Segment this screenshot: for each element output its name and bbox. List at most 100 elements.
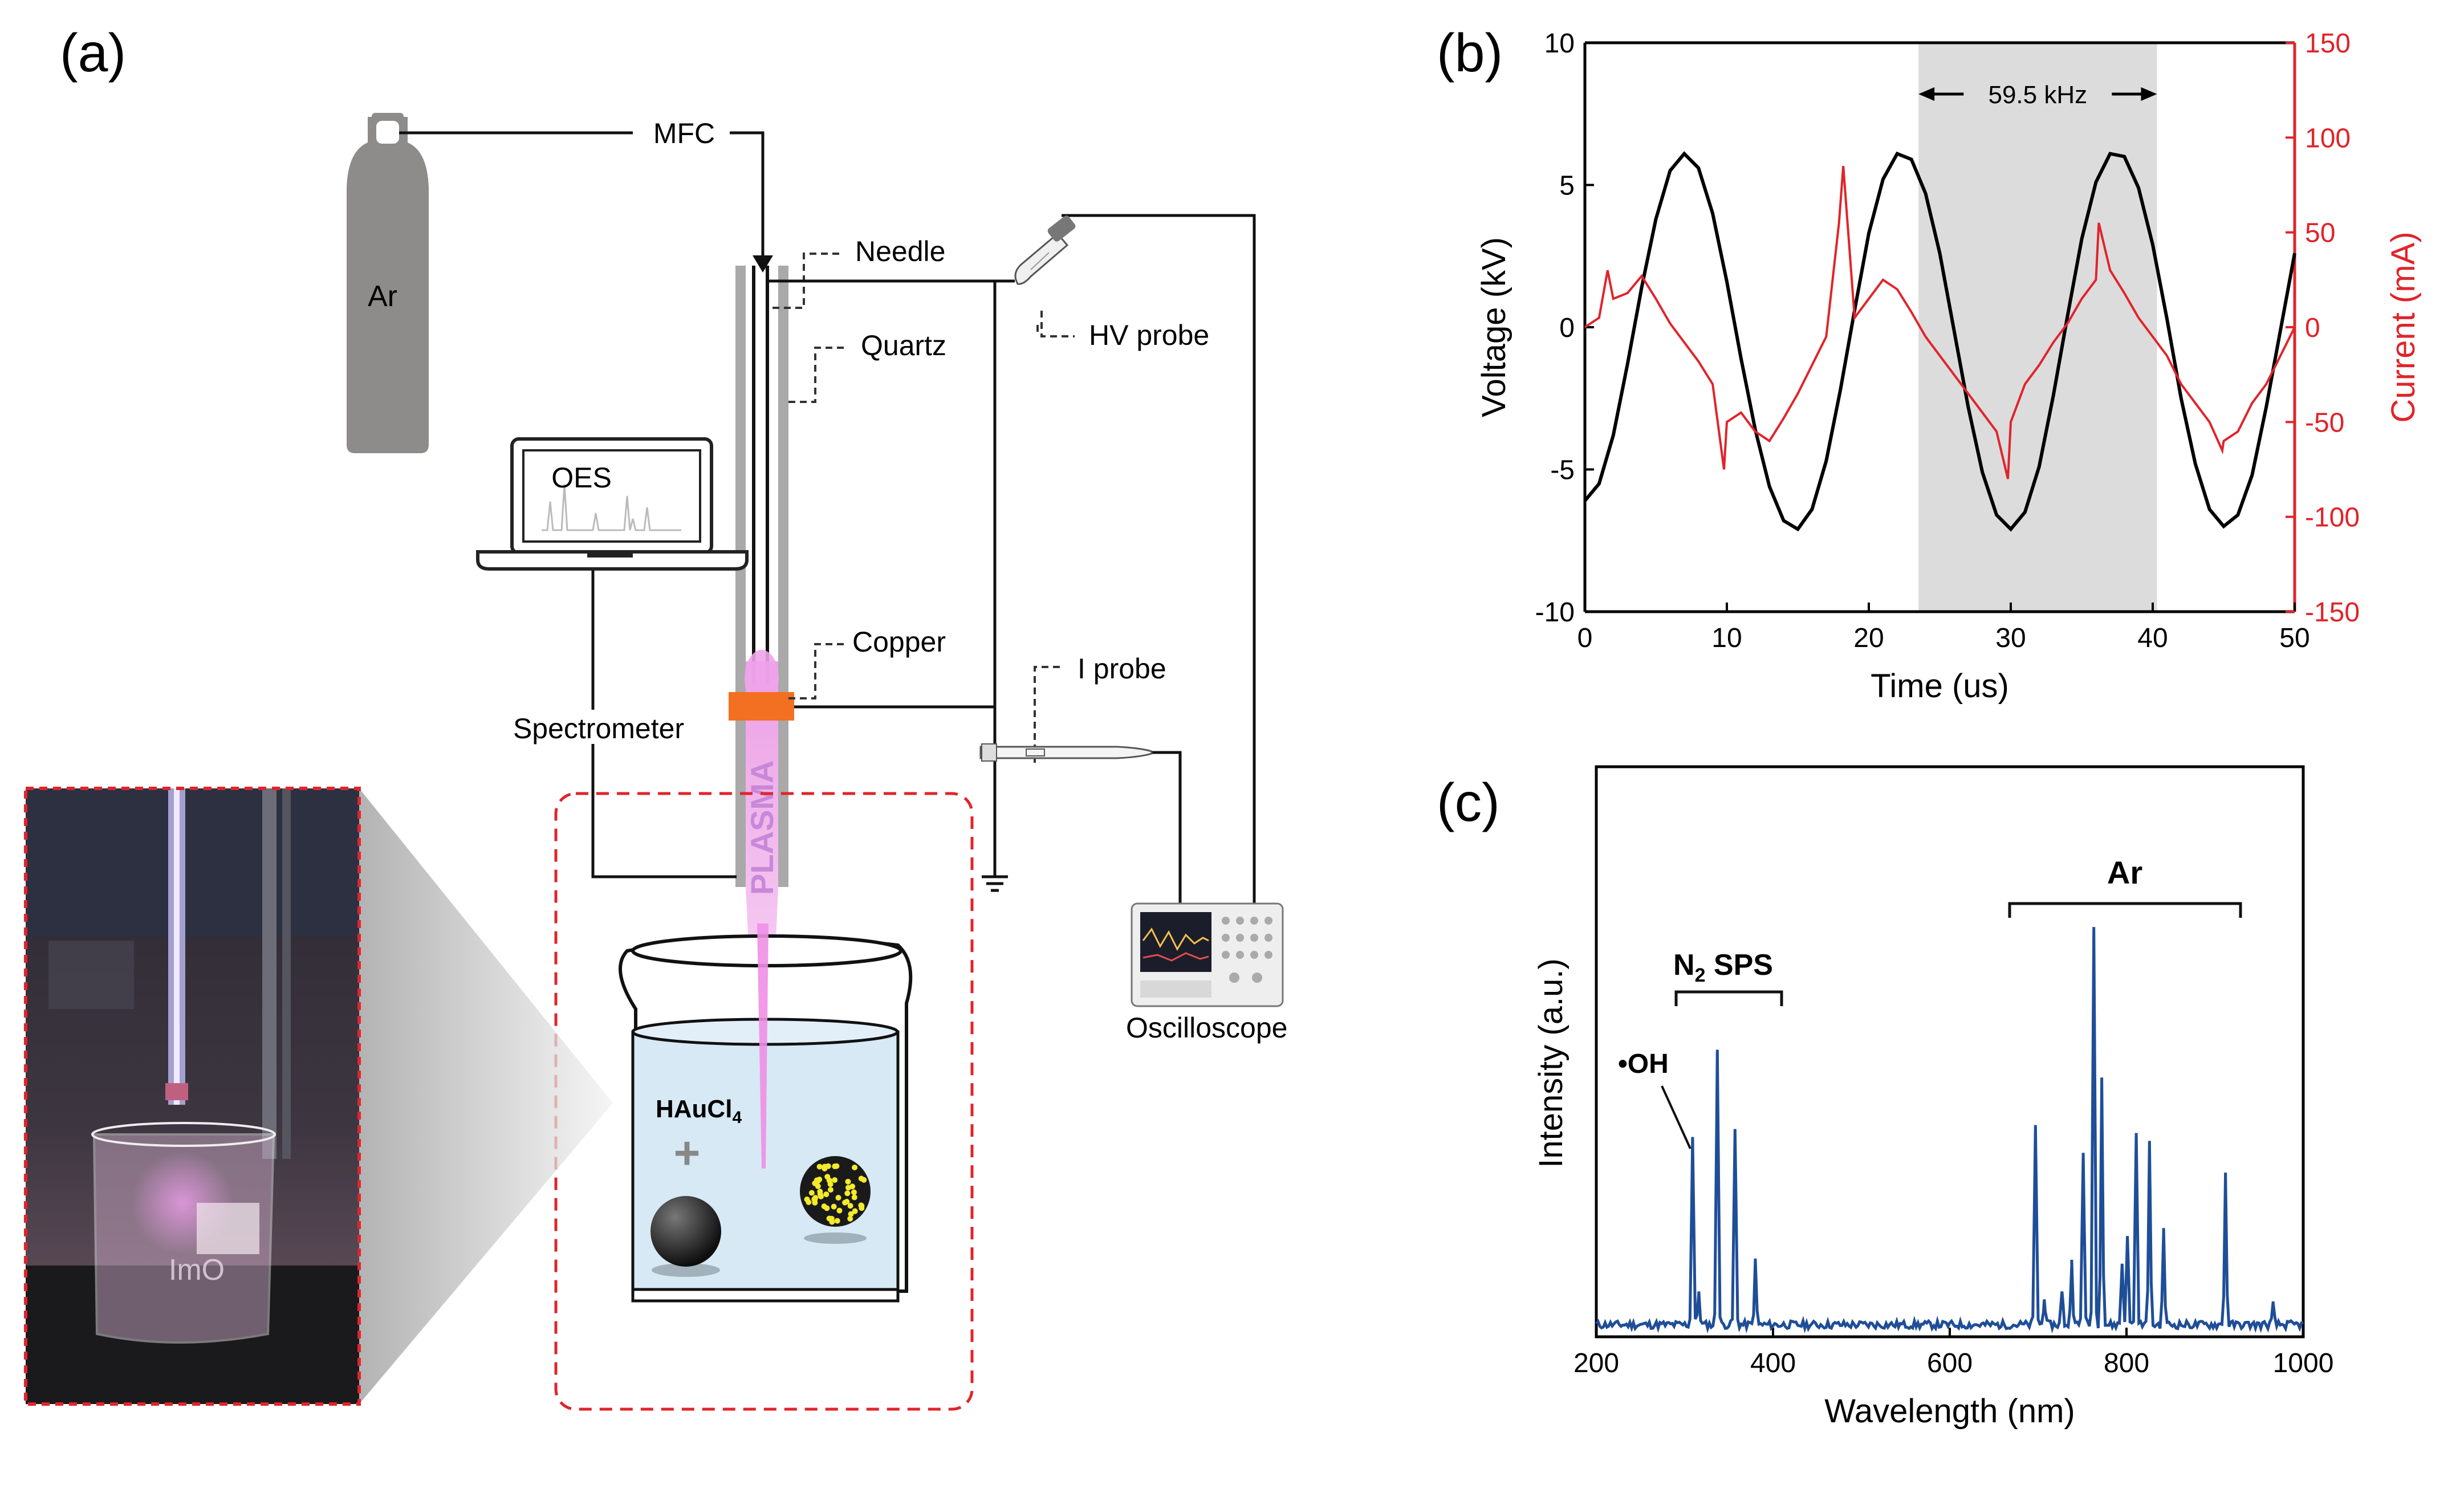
y2-tick-label: -100 (2305, 503, 2360, 533)
x-tick-label: 200 (1573, 1348, 1619, 1378)
gold-nanoparticle (834, 1218, 840, 1224)
gas-label: Ar (368, 280, 397, 313)
gold-nanoparticle (851, 1189, 857, 1195)
i-probe-label: I probe (1078, 653, 1166, 685)
fiber-line (591, 570, 737, 878)
zoom-funnel (359, 788, 613, 1404)
gas-arrow (753, 255, 773, 272)
oes-label: OES (551, 462, 612, 494)
photo-inset: ImO (24, 787, 361, 1406)
gold-nanoparticle (816, 1163, 823, 1170)
gold-nanoparticle (847, 1215, 853, 1222)
ar-annotation: Ar (2008, 855, 2242, 918)
gold-nanoparticle (852, 1208, 858, 1214)
wiring (767, 214, 1256, 919)
panel-c-label: (c) (1437, 772, 1500, 833)
needle-label: Needle (855, 235, 945, 267)
gold-nanoparticle (844, 1190, 851, 1197)
gold-decorated-sphere (800, 1156, 871, 1227)
gas-line (399, 131, 765, 255)
reagent-label: HAuCl4 (656, 1095, 742, 1127)
plasma-label: PLASMA (744, 760, 780, 895)
ar-lines-label: Ar (2107, 855, 2142, 890)
x-tick-label: 800 (2104, 1348, 2149, 1378)
y-tick-label: 5 (1559, 171, 1575, 201)
gold-nanoparticle (836, 1207, 843, 1214)
gold-nanoparticle (824, 1205, 830, 1211)
gold-nanoparticle (823, 1191, 830, 1198)
needle (752, 266, 769, 684)
n2-sps-label: N2 SPS (1673, 949, 1773, 986)
gold-nanoparticle (829, 1219, 835, 1225)
gold-nanoparticle (825, 1163, 831, 1169)
n2-sps-annotation: N2 SPS (1673, 949, 1783, 1006)
y-tick-label: -5 (1550, 455, 1575, 486)
gold-nanoparticle (851, 1194, 857, 1201)
carbon-sphere (650, 1196, 721, 1267)
quartz-tube (735, 266, 788, 887)
arrowhead-right (2141, 87, 2157, 101)
spectrum-trace (1595, 927, 2304, 1334)
gas-cylinder: Ar (347, 113, 429, 453)
gold-nanoparticle (852, 1164, 858, 1170)
arrowhead-left (1918, 87, 1935, 101)
voltage-trace (1583, 151, 2296, 532)
y2-tick-label: 100 (2305, 123, 2351, 153)
panel-a-label: (a) (60, 23, 126, 83)
laptop-icon (476, 437, 749, 571)
y2-tick-label: 50 (2305, 218, 2335, 249)
gold-nanoparticle (815, 1183, 821, 1189)
gold-nanoparticle (849, 1183, 856, 1190)
x-tick-label: 10 (1711, 623, 1742, 653)
x-axis-title: Time (us) (1871, 668, 2009, 705)
mfc-label: MFC (653, 117, 715, 149)
gold-nanoparticle (842, 1199, 848, 1206)
y2-tick-label: 0 (2305, 313, 2320, 343)
frequency-label: 59.5 kHz (1988, 81, 2087, 109)
gold-nanoparticle (845, 1178, 851, 1185)
panel-b-label: (b) (1437, 23, 1503, 83)
plot-frame (1595, 765, 2305, 1338)
x-tick-label: 1000 (2273, 1348, 2334, 1378)
y-tick-label: 10 (1544, 29, 1575, 59)
quartz-label: Quartz (861, 329, 946, 361)
y2-tick-label: -50 (2305, 408, 2344, 438)
x-tick-label: 30 (1995, 623, 2026, 653)
gold-nanoparticle (824, 1174, 831, 1180)
oscilloscope-icon (1131, 902, 1284, 1007)
gold-nanoparticle (814, 1177, 820, 1183)
oscilloscope-label: Oscilloscope (1126, 1012, 1287, 1044)
shaded-period (1918, 43, 2157, 612)
ground-symbol (982, 875, 1008, 892)
gold-nanoparticle (848, 1211, 854, 1217)
y2-axis-title: Current (mA) (2385, 231, 2422, 422)
y-tick-label: 0 (1559, 313, 1575, 343)
y2-tick-label: -150 (2305, 597, 2360, 628)
x-tick-label: 20 (1853, 623, 1884, 653)
oh-annotation: •OH (1618, 1049, 1692, 1149)
gold-nanoparticle (804, 1196, 810, 1202)
oh-label: •OH (1618, 1049, 1669, 1079)
x-tick-label: 600 (1927, 1348, 1973, 1378)
gold-nanoparticle (847, 1203, 853, 1209)
gold-nanoparticle (817, 1191, 823, 1197)
gold-nanoparticle (827, 1187, 833, 1193)
current-probe-icon (979, 743, 1153, 762)
y-axis-title: Voltage (kV) (1475, 237, 1512, 417)
y-axis-title: Intensity (a.u.) (1532, 958, 1570, 1167)
x-tick-label: 0 (1577, 623, 1593, 653)
x-axis-title: Wavelength (nm) (1824, 1393, 2075, 1430)
y2-tick-label: 150 (2305, 29, 2351, 59)
panel-a: (a) Ar MFC PLASMA (60, 23, 1287, 1411)
copper-electrode (729, 692, 794, 721)
gold-nanoparticle (812, 1195, 819, 1201)
gold-nanoparticle (831, 1203, 837, 1210)
copper-label: Copper (852, 626, 946, 658)
gold-nanoparticle (832, 1163, 838, 1169)
y-tick-label: -10 (1535, 597, 1575, 628)
